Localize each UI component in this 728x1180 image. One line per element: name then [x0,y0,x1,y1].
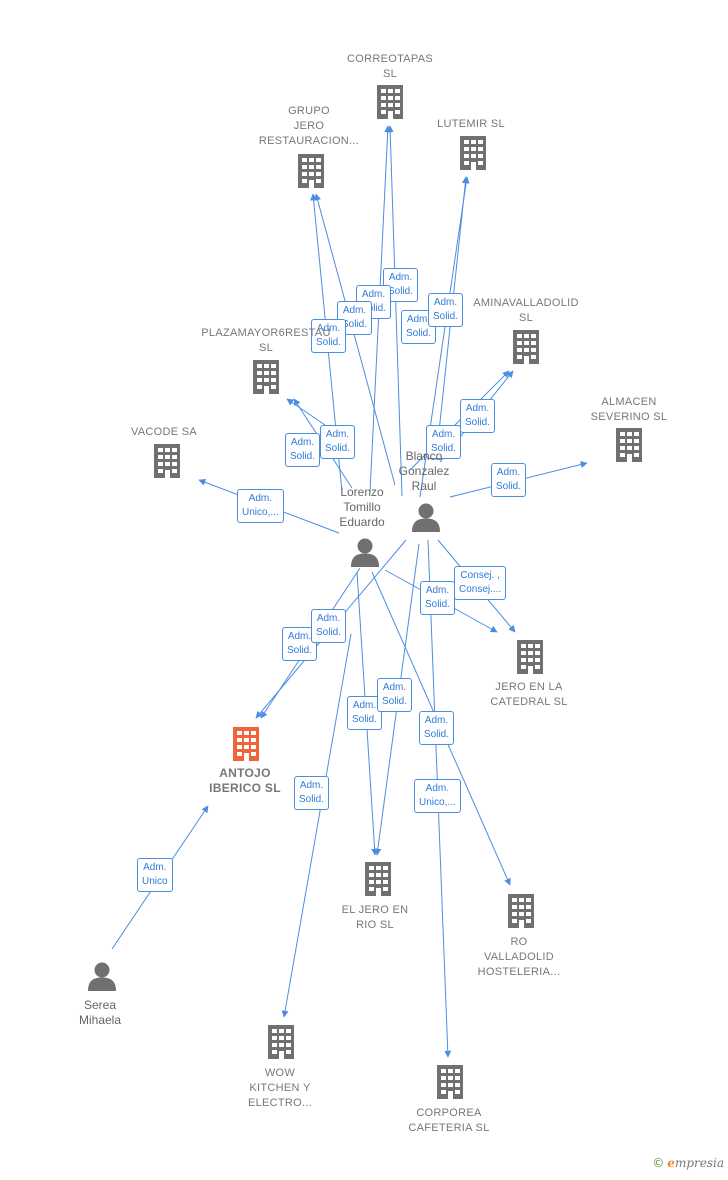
edge-role-label[interactable]: Adm. Solid. [419,711,455,745]
edge-role-label[interactable]: Adm. Solid. [491,463,527,497]
edge-role-label[interactable]: Adm. Solid. [285,433,321,467]
building-icon[interactable] [233,727,259,761]
building-icon[interactable] [513,330,539,364]
building-icon[interactable] [508,894,534,928]
copyright-symbol: © [652,1156,665,1170]
building-icon[interactable] [298,154,324,188]
company-label-wow[interactable]: WOW KITCHEN Y ELECTRO... [247,1067,313,1109]
edge-line [281,633,352,1018]
person-label-serea[interactable]: Serea Mihaela [78,998,122,1027]
edge-line [314,193,396,486]
building-icon[interactable] [268,1025,294,1059]
edge-role-label[interactable]: Adm. Solid. [460,399,496,433]
building-icon[interactable] [253,360,279,394]
edge-role-label[interactable]: Adm. Solid. [347,696,383,730]
person-label-blanco[interactable]: Blanco Gonzalez Raul [398,449,450,493]
person-icon[interactable] [412,503,440,533]
edge-role-label[interactable]: Consej. , Consej.... [454,566,507,600]
edge-role-label[interactable]: Adm. Unico,... [414,779,461,813]
company-label-correotapas[interactable]: CORREOTAPAS SL [346,53,433,80]
building-icon[interactable] [517,640,543,674]
company-label-ro_valladolid[interactable]: RO VALLADOLID HOSTELERIA... [477,936,561,978]
company-label-plazamayor[interactable]: PLAZAMAYOR6RESTAU SL [201,327,331,354]
edge-role-label[interactable]: Adm. Solid. [426,425,462,459]
company-label-jero_catedral[interactable]: JERO EN LA CATEDRAL SL [490,681,568,708]
person-icon[interactable] [351,538,379,568]
building-icon[interactable] [154,444,180,478]
edge-role-label[interactable]: Adm. Unico,... [237,489,284,523]
person-icon[interactable] [88,962,116,992]
edge-role-label[interactable]: Adm. Solid. [428,293,464,327]
brand-initial: e [667,1156,675,1170]
company-label-vacode[interactable]: VACODE SA [130,426,198,438]
building-icon[interactable] [365,862,391,896]
company-label-el_jero_rio[interactable]: EL JERO EN RIO SL [341,904,409,931]
brand-name: mpresia [674,1156,724,1170]
edge-role-label[interactable]: Adm. Solid. [311,609,347,643]
company-label-caminavalladolid[interactable]: AMINAVALLADOLID SL [473,297,579,324]
edge-role-label[interactable]: Adm. Solid. [294,776,330,810]
building-icon[interactable] [616,428,642,462]
building-icon[interactable] [437,1065,463,1099]
edge-role-label[interactable]: Adm. Unico [137,858,173,892]
company-label-lutemir[interactable]: LUTEMIR SL [437,118,505,130]
edge-role-label[interactable]: Adm. Solid. [401,310,437,344]
brand-logo: ©empresia [652,1156,724,1170]
person-label-lorenzo[interactable]: Lorenzo Tomillo Eduardo [339,485,385,529]
edge-line [386,125,403,497]
edge-role-label[interactable]: Adm. Solid. [377,678,413,712]
edge-role-label[interactable]: Adm. Solid. [311,319,347,353]
company-label-grupo_jero[interactable]: GRUPO JERO RESTAURACION... [258,105,360,147]
building-icon[interactable] [460,136,486,170]
edge-role-label[interactable]: Adm. Solid. [420,581,456,615]
company-label-corporea[interactable]: CORPOREA CAFETERIA SL [408,1107,490,1134]
edge-line [286,398,326,426]
edge-role-label[interactable]: Adm. Solid. [320,425,356,459]
company-label-almacen[interactable]: ALMACEN SEVERINO SL [590,396,668,423]
building-icon[interactable] [377,85,403,119]
company-label-antojo[interactable]: ANTOJO IBERICO SL [209,766,281,795]
